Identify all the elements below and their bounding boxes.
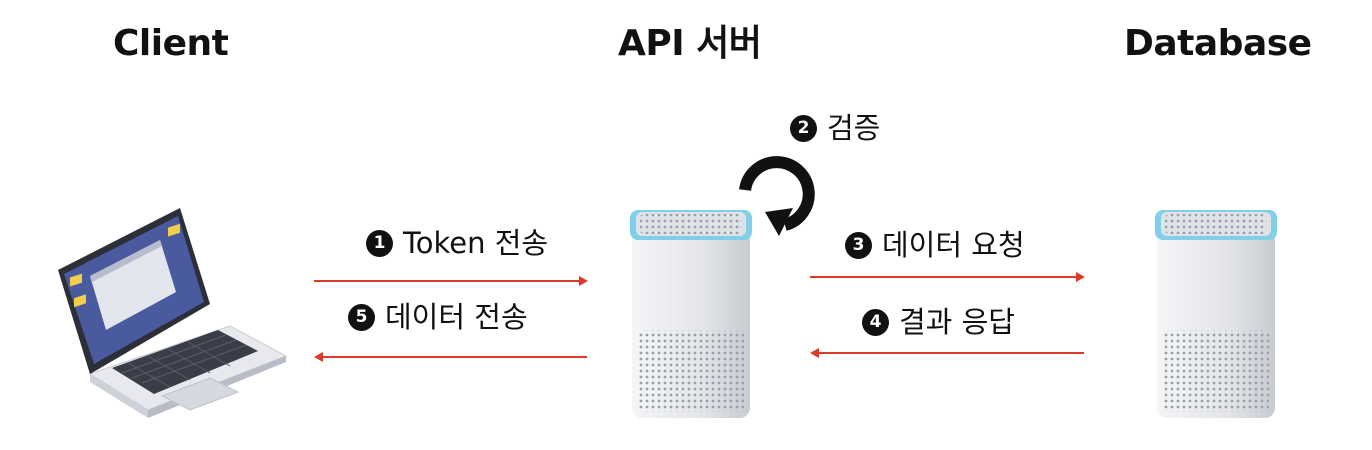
step-text: 데이터 요청 [882,228,1025,262]
arrow-database-to-api [810,348,1084,358]
client-heading: Client [113,23,229,64]
step-1-label: 1 Token 전송 [366,226,548,260]
step-2-label: 2 검증 [790,111,880,145]
arrow-api-to-database [810,272,1085,282]
step-number-badge: 1 [366,229,393,257]
database-heading: Database [1124,23,1312,64]
step-text: Token 전송 [403,226,549,260]
step-3-label: 3 데이터 요청 [845,228,1025,262]
arrow-api-to-client [314,352,587,362]
step-number-badge: 2 [790,114,817,142]
laptop-icon [58,208,288,418]
arrow-client-to-api [314,276,588,286]
server-icon [630,210,752,418]
step-number-badge: 5 [348,303,375,331]
step-4-label: 4 결과 응답 [862,305,1015,339]
step-text: 검증 [827,111,881,145]
database-server-icon [1155,210,1277,418]
step-number-badge: 3 [845,231,872,259]
step-5-label: 5 데이터 전송 [348,300,528,334]
api-server-heading: API 서버 [618,23,762,64]
refresh-loop-icon [739,156,815,236]
step-number-badge: 4 [862,308,889,336]
step-text: 데이터 전송 [385,300,528,334]
step-text: 결과 응답 [899,305,1015,339]
